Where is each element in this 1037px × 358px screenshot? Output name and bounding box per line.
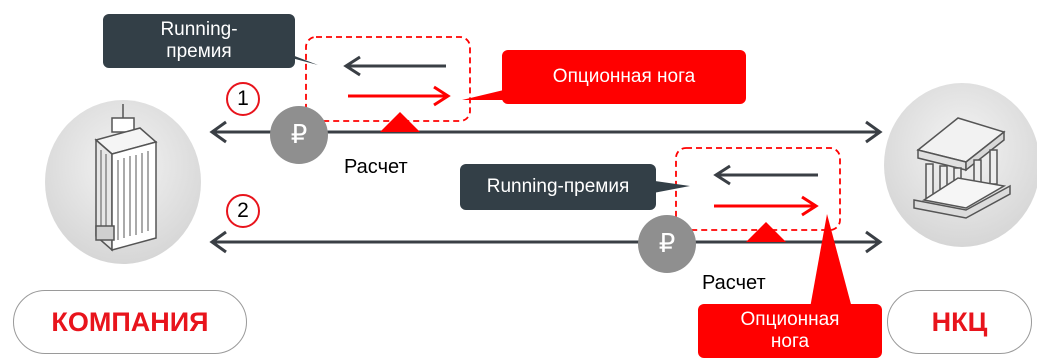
deal-2-premium-arrow [713,164,818,186]
deal-1-settlement-marker [380,112,420,132]
deal-2-option-line2: нога [770,331,810,352]
deal-1-ruble-coin-icon: ₽ [270,106,328,164]
deal-2-premium-callout: Running-премия [460,164,656,210]
nkc-label-pill: НКЦ [887,290,1032,354]
deal-2-number-badge: 2 [226,194,260,228]
bank-icon [913,117,1011,219]
company-label: КОМПАНИЯ [51,306,209,337]
deal-1-premium-arrow [343,55,446,77]
deal-1-settlement-label: Расчет [344,156,408,178]
deal-1-number-badge: 1 [226,82,260,116]
deal-2-currency-symbol: ₽ [658,229,676,259]
deal-2-option-callout: Опционная нога [698,304,882,358]
deal-2-settlement-marker [746,222,786,242]
deal-2-option-arrow [714,195,819,217]
deal-1-premium-callout: Running- премия [103,14,295,68]
deal-1-option-pointer [462,88,512,100]
deal-2-ruble-coin-icon: ₽ [638,215,696,273]
deal-1-premium-line1: Running- [160,19,238,41]
nkc-label: НКЦ [931,306,988,337]
deal-2-premium-pointer [648,180,690,194]
deal-1-premium-line2: премия [166,41,232,62]
deal-1-currency-symbol: ₽ [290,120,308,150]
deal-2-number: 2 [237,199,249,222]
deal-1-dashed-box [305,36,471,122]
deal-2-option-line1: Опционная [740,309,840,331]
office-building-icon [94,104,158,252]
deal-2-premium-label: Running-премия [486,176,630,198]
company-label-pill: КОМПАНИЯ [13,290,247,354]
deal-1-option-label: Опционная нога [552,66,696,88]
deal-1-number: 1 [237,87,249,110]
deal-1-option-arrow [348,85,451,107]
deal-2-dashed-box [675,147,841,231]
deal-1-option-callout: Опционная нога [502,50,746,104]
deal-2-settlement-label: Расчет [702,272,766,294]
deal-2-option-pointer [810,214,852,308]
